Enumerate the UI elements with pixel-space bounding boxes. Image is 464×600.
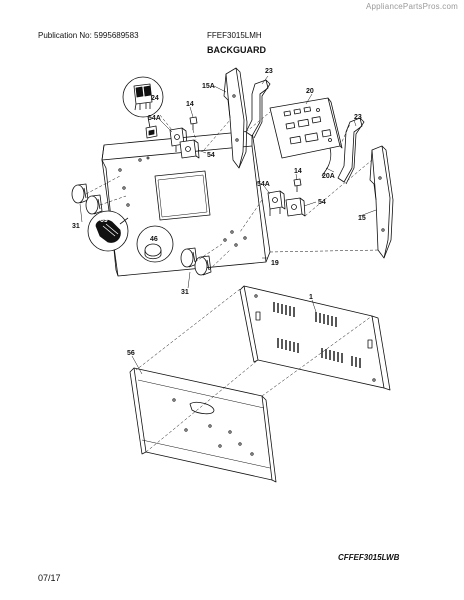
part-label-1: 1 xyxy=(309,294,313,301)
switch-inset xyxy=(122,76,164,129)
end-cap-left xyxy=(223,67,248,169)
part-label-24: 24 xyxy=(151,95,159,102)
part-label-20: 20 xyxy=(306,88,314,95)
part-label-14-top: 14 xyxy=(186,101,194,108)
watermark: AppliancePartsPros.com xyxy=(366,2,458,11)
part-label-31-left: 31 xyxy=(72,223,80,230)
part-label-69: 69 xyxy=(100,217,108,224)
knob-inset xyxy=(87,210,129,252)
part-label-15: 15 xyxy=(358,215,366,222)
figure-id: CFFEF3015LWB xyxy=(338,553,400,562)
part-label-54a-mid: 54A xyxy=(257,181,270,188)
part-label-15a: 15A xyxy=(202,83,215,90)
lower-panel xyxy=(129,367,277,483)
part-label-54-mid: 54 xyxy=(318,199,326,206)
part-label-46: 46 xyxy=(150,236,158,243)
knob-bottom-a xyxy=(180,247,198,268)
bracket-right xyxy=(337,117,365,185)
control-board xyxy=(269,97,343,177)
part-label-14-mid: 14 xyxy=(294,168,302,175)
part-label-23-top: 23 xyxy=(265,68,273,75)
infinite-switch-mid xyxy=(267,190,286,216)
part-label-56: 56 xyxy=(127,350,135,357)
knob-left-a xyxy=(71,183,89,204)
knob-left-b xyxy=(85,194,103,215)
part-label-31-bottom: 31 xyxy=(181,289,189,296)
infinite-switch-top-b xyxy=(179,139,200,159)
part-label-54a-top: 54A xyxy=(148,115,161,122)
part-label-23-right: 23 xyxy=(354,114,362,121)
knob-bottom-b xyxy=(194,255,212,276)
infinite-switch-mid-b xyxy=(285,197,306,217)
revision-date: 07/17 xyxy=(38,573,61,583)
section-title: BACKGUARD xyxy=(207,45,266,55)
rear-vent-panel xyxy=(239,285,391,391)
end-cap-right xyxy=(369,145,394,259)
model-number: FFEF3015LMH xyxy=(207,31,262,40)
publication-number: Publication No: 5995689583 xyxy=(38,31,139,40)
part-label-19: 19 xyxy=(271,260,279,267)
bracket-top xyxy=(245,79,271,139)
knob-46-inset xyxy=(136,225,174,263)
part-label-54-top: 54 xyxy=(207,152,215,159)
part-label-20a: 20A xyxy=(322,173,335,180)
